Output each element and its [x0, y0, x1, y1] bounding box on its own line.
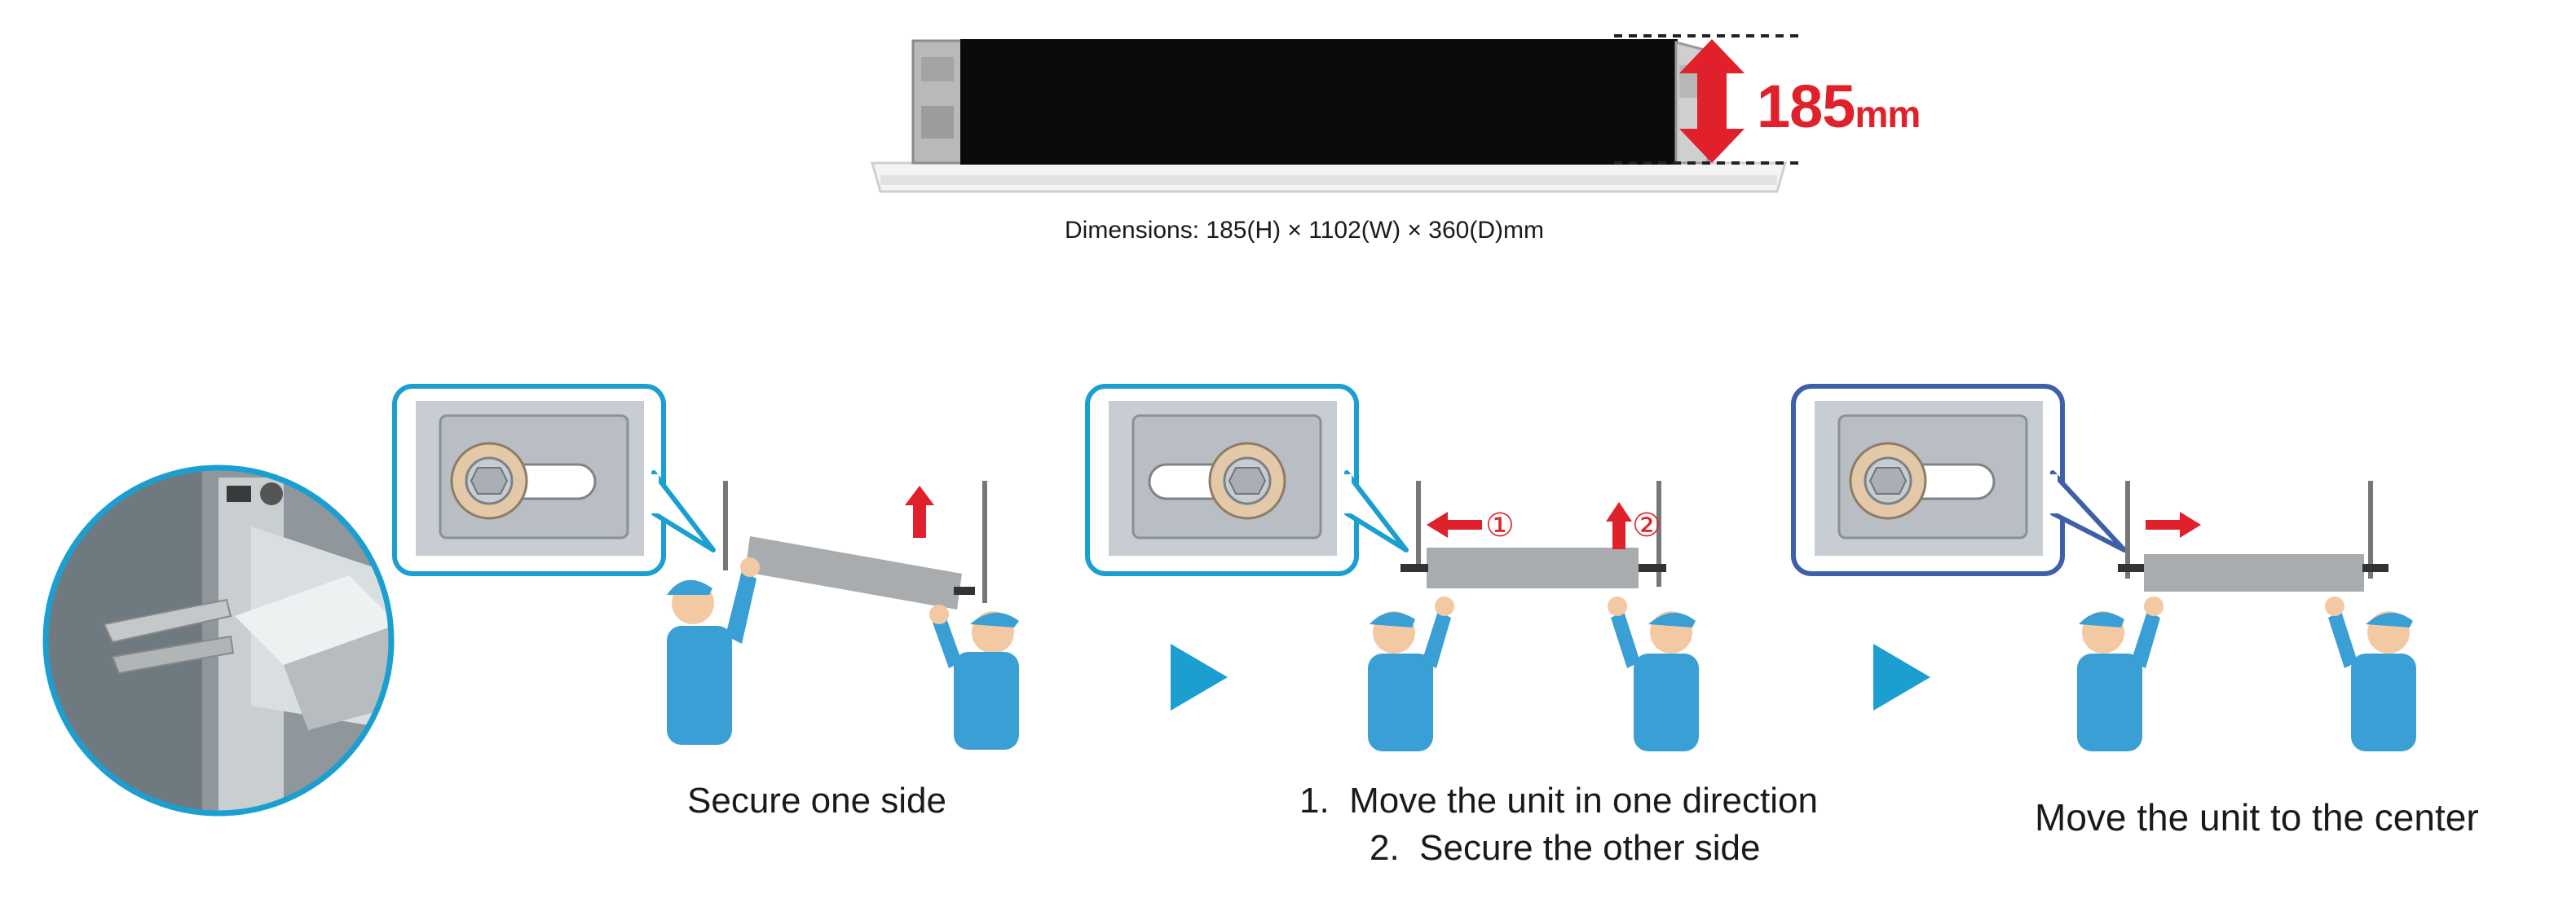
step2-caption-line2: 2. Secure the other side	[1370, 828, 1760, 869]
step2-callout	[1085, 384, 1409, 576]
up-arrow-icon	[1606, 502, 1632, 549]
worker-left-icon	[667, 557, 760, 745]
left-arrow-icon	[1427, 512, 1482, 538]
worker-right-icon	[2325, 597, 2416, 751]
step2-scene	[1368, 481, 1699, 751]
height-dimension-indicator	[1614, 34, 1802, 165]
right-arrow-icon	[2146, 512, 2201, 538]
step2-caption-line1-text: Move the unit in one direction	[1349, 781, 1818, 821]
double-arrow-icon	[1679, 39, 1745, 163]
step3-caption: Move the unit to the center	[2035, 796, 2479, 839]
worker-left-icon	[2077, 597, 2164, 751]
marker-1: ①	[1485, 508, 1515, 544]
worker-right-icon	[929, 605, 1019, 750]
step1-scene	[667, 481, 1019, 750]
worker-left-icon	[1368, 597, 1454, 751]
step2-caption-line2-num: 2.	[1370, 828, 1400, 868]
height-value: 185	[1757, 73, 1855, 140]
up-arrow-icon	[905, 486, 934, 538]
step3-scene	[2077, 481, 2416, 751]
dimensions-caption: Dimensions: 185(H) × 1102(W) × 360(D)mm	[1065, 217, 1544, 244]
next-step-arrow-icon	[1873, 644, 1930, 711]
marker-2: ②	[1632, 508, 1661, 544]
bracket-closeup-circle	[42, 465, 395, 817]
step3-callout	[1791, 384, 2127, 576]
worker-right-icon	[1608, 597, 1699, 751]
height-value-label: 185mm	[1757, 72, 1921, 141]
step2-caption-line1: 1. Move the unit in one direction	[1299, 781, 1818, 821]
step1-caption: Secure one side	[687, 781, 946, 821]
step1-callout	[392, 384, 716, 576]
step2-caption-line2-text: Secure the other side	[1419, 828, 1761, 868]
step2-caption-line1-num: 1.	[1299, 781, 1330, 821]
next-step-arrow-icon	[1171, 644, 1228, 711]
height-unit: mm	[1855, 93, 1921, 135]
